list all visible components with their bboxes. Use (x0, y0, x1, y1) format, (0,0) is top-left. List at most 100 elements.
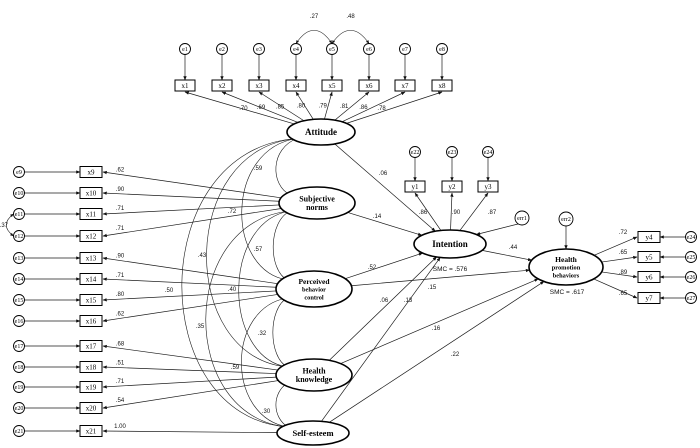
indicator-label-x11: x11 (86, 211, 97, 219)
indicator-label-x4: x4 (293, 82, 301, 90)
indicator-x10 (79, 187, 103, 199)
error-e7 (399, 43, 411, 55)
latent-sn (278, 186, 356, 220)
error-label-e10: e10 (15, 191, 24, 197)
loading-path-y1 (414, 192, 442, 231)
loading-path-y3 (459, 192, 489, 231)
error-label-e19: e19 (15, 385, 24, 391)
loading-path-y7 (593, 278, 638, 299)
indicator-x7 (394, 79, 416, 92)
loading-path-x7 (341, 91, 406, 123)
error-label-e11: e11 (15, 212, 23, 218)
structural-path-att-int (334, 143, 436, 232)
structural-coefficient-pbc-int: .52 (368, 265, 377, 271)
error-covariance-value-e5-e6: .48 (346, 14, 355, 20)
indicator-label-y6: y6 (646, 274, 654, 282)
loading-value-x13: .90 (116, 254, 125, 260)
correlation-value-att-pbc: .72 (228, 209, 237, 215)
error-label-e18: e18 (15, 365, 24, 371)
loading-value-y6: .89 (619, 270, 628, 276)
error-label-e4: e4 (293, 47, 299, 53)
loading-value-y3: .87 (488, 210, 497, 216)
loading-value-x3: .85 (276, 104, 285, 110)
loading-value-x18: .51 (116, 361, 125, 367)
indicator-label-x21: x21 (86, 428, 97, 436)
error-label-e20: e20 (15, 406, 24, 412)
latent-int (413, 229, 487, 259)
indicator-label-x14: x14 (86, 276, 97, 284)
structural-coefficient-pbc-hpb: .15 (428, 285, 437, 291)
structural-path-pbc-int (345, 252, 423, 280)
error-e21 (13, 425, 25, 437)
error-e3 (253, 43, 265, 55)
indicator-label-y7: y7 (646, 295, 654, 303)
error-covariance-value-e4-e5: .27 (310, 14, 319, 20)
indicator-y2 (441, 180, 463, 193)
smc-intention: SMC = .576 (433, 266, 468, 273)
structural-coefficient-hk-int: .06 (380, 298, 389, 304)
error-label-e12: e12 (15, 234, 24, 240)
error-e2 (216, 43, 228, 55)
indicator-y6 (637, 271, 661, 283)
disturbance-label-err1: err1 (517, 216, 527, 222)
loading-value-y2: .90 (452, 210, 461, 216)
loading-value-y4: .72 (619, 230, 628, 236)
indicator-label-x6: x6 (366, 82, 374, 90)
error-label-y5: e25 (687, 255, 696, 261)
indicator-x2 (211, 79, 233, 92)
loading-path-y6 (601, 271, 638, 279)
loading-value-x19: .71 (116, 379, 125, 385)
loading-path-y2 (450, 192, 454, 231)
loading-value-y1: .86 (419, 210, 428, 216)
error-e24 (482, 146, 494, 158)
correlation-value-att-hk: .43 (198, 253, 207, 259)
label-layer: e1x1.70e2x2.69e3x3.85e4x4.80e5x5.79e6x6.… (0, 14, 695, 438)
indicator-y5 (637, 251, 661, 263)
indicator-x15 (79, 294, 103, 306)
indicator-label-y2: y2 (449, 183, 457, 191)
loading-path-x17 (102, 344, 278, 371)
indicator-y4 (637, 231, 661, 243)
structural-coefficient-hk-hpb: .16 (432, 326, 441, 332)
correlation-sn-hk (238, 210, 291, 368)
loading-path-x19 (102, 376, 277, 389)
loading-path-x9 (102, 170, 282, 199)
error-e27-y7 (685, 292, 697, 304)
error-covariance-value-e11-e12: .37 (0, 223, 9, 229)
indicator-x12 (79, 230, 103, 242)
error-label-e1: e1 (182, 47, 188, 53)
latent-label-sn-1: norms (306, 203, 328, 212)
correlation-att-hk (206, 137, 298, 369)
error-e20 (13, 402, 25, 414)
error-label-y4: e24 (687, 235, 696, 241)
indicator-x3 (248, 79, 270, 92)
indicator-label-x16: x16 (86, 318, 97, 326)
path-layer (24, 54, 686, 434)
loading-path-x12 (102, 208, 282, 238)
loading-value-x8: .78 (377, 106, 386, 112)
loading-path-x2 (221, 91, 299, 123)
indicator-label-x2: x2 (219, 82, 227, 90)
error-e14 (13, 273, 25, 285)
indicator-label-x5: x5 (329, 82, 337, 90)
loading-value-x7: .86 (359, 105, 368, 111)
error-e23 (446, 146, 458, 158)
indicator-label-x9: x9 (88, 169, 96, 177)
latent-label-sn-0: Subjective (299, 195, 335, 204)
latent-label-pbc-1: behavior (302, 287, 326, 294)
error-label-e24: e24 (484, 150, 493, 156)
loading-path-x1 (184, 91, 295, 125)
error-label-e5: e5 (329, 47, 335, 53)
latent-label-hpb-1: promotion (552, 265, 581, 272)
indicator-x4 (285, 79, 307, 92)
structural-path-hk-hpb (340, 278, 539, 364)
correlation-att-pbc (241, 137, 298, 281)
error-label-e6: e6 (366, 47, 372, 53)
structural-coefficient-se-hpb: .22 (451, 352, 460, 358)
indicator-label-x19: x19 (86, 384, 97, 392)
correlation-hk-se (275, 382, 289, 428)
latent-label-pbc-2: control (304, 295, 324, 302)
loading-path-y4 (593, 236, 638, 256)
error-e15 (13, 294, 25, 306)
